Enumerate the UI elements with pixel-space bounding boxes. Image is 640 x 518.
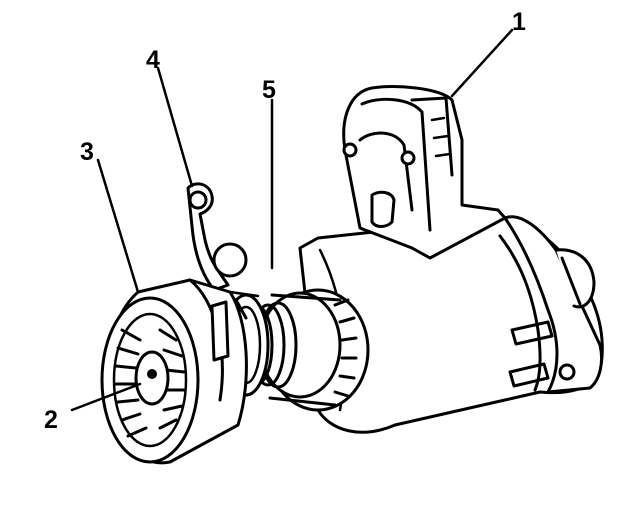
- mounting-bracket: [342, 85, 507, 260]
- leader-line-1: [450, 28, 514, 98]
- leader-line-4: [156, 66, 194, 188]
- motor-housing: [298, 215, 604, 434]
- callout-3: 3: [80, 138, 94, 166]
- leader-line-3: [96, 158, 140, 294]
- callout-2: 2: [44, 406, 58, 434]
- drive-housing: [100, 278, 260, 465]
- leader-line-2: [70, 382, 142, 412]
- pinion-splines: [114, 328, 186, 438]
- callout-4: 4: [146, 46, 160, 74]
- callout-5: 5: [262, 76, 276, 104]
- leader-lines: [70, 28, 514, 412]
- callout-1: 1: [512, 8, 526, 36]
